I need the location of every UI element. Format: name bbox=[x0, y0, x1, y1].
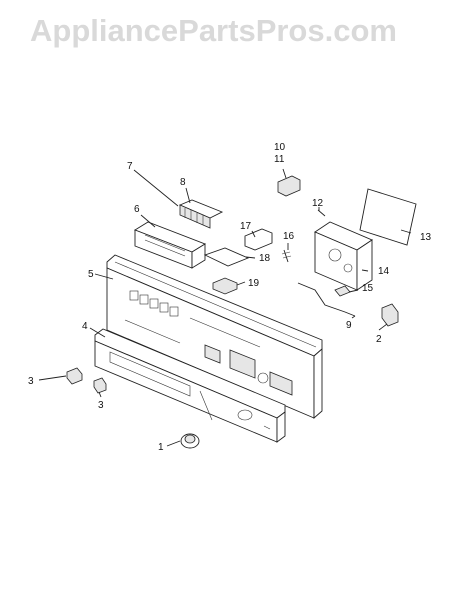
link-bar-9 bbox=[297, 282, 356, 317]
callout-2: 2 bbox=[376, 334, 382, 345]
front-control-panel bbox=[94, 328, 286, 443]
switch-buttons bbox=[178, 199, 224, 229]
callout-6: 6 bbox=[134, 204, 140, 215]
button-3a bbox=[66, 367, 83, 385]
callout-1: 1 bbox=[158, 442, 164, 453]
callout-3b: 3 bbox=[98, 400, 104, 411]
knob-1 bbox=[180, 433, 200, 449]
button-3b bbox=[93, 377, 107, 394]
callout-7: 7 bbox=[127, 161, 133, 172]
callout-3a: 3 bbox=[28, 376, 34, 387]
callout-8: 8 bbox=[180, 177, 186, 188]
relay-10 bbox=[277, 175, 301, 197]
bracket-17 bbox=[244, 228, 273, 251]
callout-15: 15 bbox=[362, 283, 374, 294]
callout-11: 11 bbox=[274, 154, 285, 165]
callout-19: 19 bbox=[248, 278, 260, 289]
control-console-panel bbox=[106, 254, 323, 419]
part-15 bbox=[334, 285, 351, 297]
callout-17: 17 bbox=[240, 221, 252, 232]
callout-18: 18 bbox=[259, 253, 271, 264]
board-13 bbox=[359, 188, 417, 246]
callout-labels: 7 8 6 5 4 3 3 1 2 10 11 12 13 14 15 9 16… bbox=[28, 142, 432, 453]
callout-5: 5 bbox=[88, 269, 94, 280]
callout-4: 4 bbox=[82, 321, 88, 332]
callout-13: 13 bbox=[420, 232, 432, 243]
leader-lines bbox=[38, 168, 412, 447]
spring-16 bbox=[281, 249, 292, 263]
callout-14: 14 bbox=[378, 266, 390, 277]
callout-10: 10 bbox=[274, 142, 286, 153]
switch-housing bbox=[133, 221, 207, 269]
callout-16: 16 bbox=[283, 231, 295, 242]
callout-9: 9 bbox=[346, 320, 352, 331]
callout-12: 12 bbox=[312, 198, 324, 209]
watermark-text: AppliancePartsPros.com bbox=[30, 13, 397, 48]
clip-2 bbox=[381, 303, 399, 327]
board-18 bbox=[203, 247, 250, 267]
timer-14 bbox=[314, 221, 373, 291]
connector-19 bbox=[212, 277, 238, 295]
